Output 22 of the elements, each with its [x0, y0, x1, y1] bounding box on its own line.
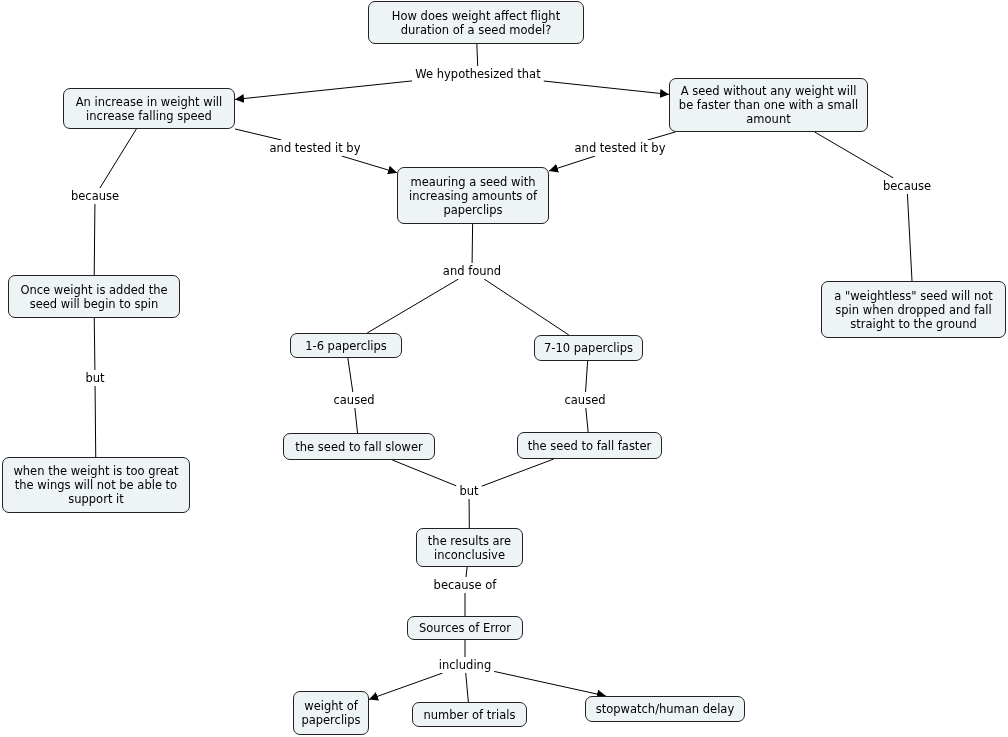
concept-box: Once weight is added the seed will begin to spin	[8, 275, 180, 318]
concept-box: the seed to fall slower	[283, 433, 435, 460]
concept-box: 7-10 paperclips	[534, 335, 643, 361]
concept-box: the seed to fall faster	[517, 432, 662, 459]
linking-phrase: We hypothesized that	[412, 66, 544, 82]
connector-arrow	[234, 80, 413, 103]
concept-box: a "weightless" seed will not spin when dropped and fall straight to the ground	[821, 281, 1006, 338]
concept-box: Sources of Error	[407, 616, 523, 640]
connector-arrow	[543, 80, 670, 98]
concept-box: the results are inconclusive	[416, 528, 523, 567]
concept-box: How does weight affect flight duration of a seed model?	[368, 1, 584, 44]
connector-arrow	[341, 155, 398, 175]
concept-box: A seed without any weight will be faster than one with a small amount	[669, 78, 868, 132]
concept-box: weight of paperclips	[293, 691, 369, 735]
concept-box: when the weight is too great the wings will not be able to support it	[2, 457, 190, 513]
concept-box: stopwatch/human delay	[585, 696, 745, 722]
concept-box: 1-6 paperclips	[290, 333, 402, 358]
concept-box: An increase in weight will increase falling speed	[63, 88, 235, 129]
connector-arrow	[548, 155, 596, 173]
concept-box: number of trials	[412, 702, 527, 727]
concept-box: meauring a seed with increasing amounts of paperclips	[397, 167, 549, 224]
connector-arrow	[368, 672, 444, 701]
